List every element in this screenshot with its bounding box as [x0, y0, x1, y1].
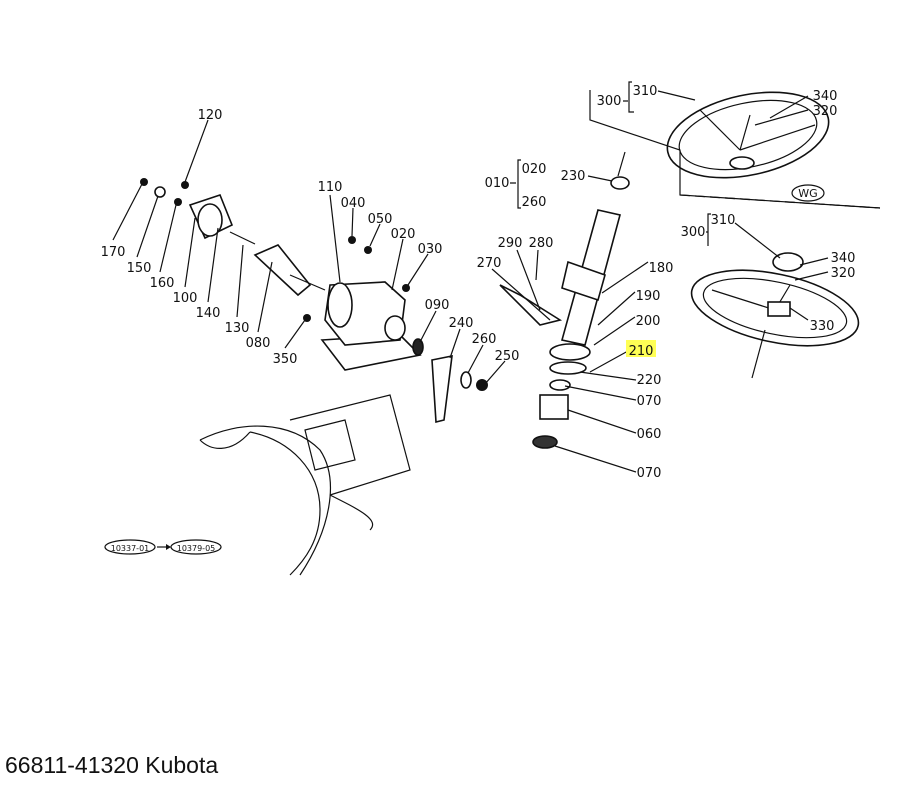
callout: 280: [529, 236, 554, 251]
callout: 320: [831, 266, 856, 281]
tractor-body-drawing: [199, 394, 411, 576]
callout: 130: [225, 321, 250, 336]
callout-highlighted: 210: [629, 344, 654, 359]
callout: 040: [341, 196, 366, 211]
ref-to: 10379-05: [177, 544, 216, 553]
callout: 070: [637, 466, 662, 481]
callout: 330: [810, 319, 835, 334]
callout: WG: [798, 187, 817, 200]
callout: 110: [318, 180, 343, 195]
callout: 260: [522, 195, 547, 210]
leader-lines: [112, 90, 829, 473]
callout: 160: [150, 276, 175, 291]
steering-column-drawing: [499, 151, 630, 449]
part-caption: 66811-41320 Kubota: [5, 752, 219, 778]
callout: 070: [637, 394, 662, 409]
pitman-arm-drawing: [431, 354, 488, 424]
callout: 100: [173, 291, 198, 306]
reference-tags: 10337-01 10379-05: [104, 539, 222, 555]
callout: 240: [449, 316, 474, 331]
callout: 200: [636, 314, 661, 329]
callout: 010: [485, 176, 510, 191]
callout: 250: [495, 349, 520, 364]
callout: 290: [498, 236, 523, 251]
callout: 220: [637, 373, 662, 388]
callout: 300: [597, 94, 622, 109]
steering-gearbox-drawing: [303, 236, 424, 371]
callout: 340: [831, 251, 856, 266]
callout: 080: [246, 336, 271, 351]
callout: 050: [368, 212, 393, 227]
highlight-210: [626, 340, 656, 357]
callout: 310: [633, 84, 658, 99]
ref-from: 10337-01: [111, 544, 150, 553]
steering-wheel-upper-drawing: [589, 90, 881, 209]
callout: 270: [477, 256, 502, 271]
callout: 230: [561, 169, 586, 184]
callout: 310: [711, 213, 736, 228]
callout: 340: [813, 89, 838, 104]
callout: 020: [391, 227, 416, 242]
callout: 180: [649, 261, 674, 276]
callout: 030: [418, 242, 443, 257]
callout: 020: [522, 162, 547, 177]
callout: 260: [472, 332, 497, 347]
callout: 090: [425, 298, 450, 313]
callout: 350: [273, 352, 298, 367]
callout: 320: [813, 104, 838, 119]
callout: 060: [637, 427, 662, 442]
steering-shaft-drawing: [140, 178, 326, 297]
callout: 300: [681, 225, 706, 240]
callout: 140: [196, 306, 221, 321]
callout: 150: [127, 261, 152, 276]
callout: 170: [101, 245, 126, 260]
steering-wheel-lower-drawing: [690, 252, 860, 379]
callout-labels: 120 170 150 160 100 140 130 080 350 110 …: [101, 81, 856, 481]
callout: 120: [198, 108, 223, 123]
callout: 190: [636, 289, 661, 304]
